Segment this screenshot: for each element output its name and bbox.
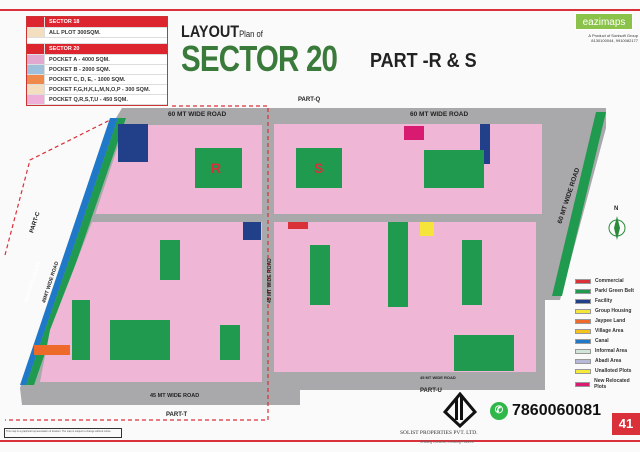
facility-block [118, 124, 148, 162]
park [110, 320, 170, 360]
bottom-border [0, 440, 640, 442]
label-pocket-r: R [211, 160, 222, 176]
legend-label: POCKET C, D, E, - 1000 SQM. [49, 76, 126, 83]
legend-label: New Relocated Plots [594, 378, 630, 390]
label-road: 60 MT WIDE ROAD [168, 111, 227, 118]
park [424, 150, 484, 188]
legend-swatch [27, 95, 45, 104]
title-layout: LAYOUTPlan of [181, 22, 263, 41]
title-sector: SECTOR 20 [181, 38, 338, 79]
park-s [296, 148, 342, 188]
legend-swatch [575, 278, 591, 284]
park [220, 325, 240, 360]
label-road: 45 MT WIDE ROAD [150, 393, 200, 399]
part-boundary [4, 119, 111, 256]
compass-icon [608, 216, 626, 240]
legend-label: Facility [595, 298, 613, 304]
whatsapp-icon: ✆ [490, 402, 508, 420]
legend-swatch [27, 65, 45, 74]
label-road: 45 MT WIDE ROAD [267, 258, 273, 303]
compass-n: N [614, 206, 619, 212]
park-r [195, 148, 242, 188]
facility-block [480, 124, 490, 164]
park [462, 240, 482, 305]
legend-label: Jaypee Land [595, 318, 626, 324]
legend-label: POCKET Q,R,S,T,U - 450 SQM. [49, 96, 128, 103]
legend-label: Informal Area [595, 348, 628, 354]
solist-logo-icon [443, 392, 477, 428]
legend-label: Park/ Green Belt [595, 288, 634, 294]
legend-label: Abadi Area [595, 358, 622, 364]
legend-label: POCKET F,G,H,K,L,M,N,O,P - 300 SQM. [49, 86, 151, 93]
top-border [0, 9, 640, 11]
legend-swatch [575, 288, 591, 294]
label-part-q: PART-Q [298, 97, 321, 103]
title-part: PART -R & S [370, 50, 477, 72]
label-part-u: PART-U [420, 388, 442, 394]
legend-label: Group Housing [595, 308, 632, 314]
sector18-heading: SECTOR 18 [49, 19, 80, 25]
canal [20, 118, 118, 385]
label-pocket-s: S [314, 160, 324, 176]
park [388, 222, 408, 307]
contact-phone[interactable]: ✆7860060081 [490, 402, 601, 420]
group-housing [420, 220, 434, 236]
plot-size-legend: SECTOR 18 ALL PLOT 300SQM. SECTOR 20 POC… [26, 16, 168, 106]
legend-swatch [27, 75, 45, 84]
legend-label: POCKET A - 4000 SQM. [49, 56, 110, 63]
page-number: 41 [612, 413, 640, 435]
label-road: 60 MT WIDE ROAD [410, 111, 469, 118]
legend-label: ALL PLOT 300SQM. [49, 29, 101, 36]
facility-block [243, 218, 261, 240]
legend-label: Commercial [595, 278, 624, 284]
legend-swatch [575, 298, 591, 304]
legend-swatch [575, 328, 591, 334]
legend-label: POCKET B - 2000 SQM. [49, 66, 111, 73]
road-mid [95, 214, 545, 222]
park [310, 245, 330, 305]
legend-swatch [27, 85, 45, 94]
legend-label: Village Area [595, 328, 624, 334]
company-name: SOLIST PROPERTIES PVT. LTD. [400, 430, 478, 436]
legend-swatch [575, 318, 591, 324]
commercial-block [288, 219, 308, 229]
legend-swatch [27, 55, 45, 64]
park [454, 335, 514, 371]
company-tagline: Crafting Dreams, Creating Futures [420, 440, 474, 444]
pink-plots-left-lower [40, 222, 262, 382]
park [160, 240, 180, 280]
legend-swatch [575, 381, 591, 387]
disclaimer: This map is a graphical representation o… [4, 428, 122, 438]
legend-label: Canal [595, 338, 609, 344]
green-belt-left [26, 118, 126, 385]
legend-swatch [575, 308, 591, 314]
legend-label: Unalloted Plots [595, 368, 632, 374]
green-belt-right [552, 112, 606, 296]
jaypee-land [34, 345, 70, 355]
label-part-t: PART-T [166, 412, 188, 418]
part-boundary [5, 105, 269, 421]
legend-swatch [575, 358, 591, 364]
park [72, 300, 90, 360]
legend-swatch [575, 368, 591, 374]
legend-swatch [575, 348, 591, 354]
legend-swatch [27, 28, 45, 37]
label-road: 45 MT WIDE ROAD [420, 375, 456, 380]
legend-swatch [575, 338, 591, 344]
sector20-heading: SECTOR 20 [49, 46, 80, 52]
eazimaps-logo: eazimaps [575, 13, 633, 30]
relocated-plots [404, 126, 424, 140]
